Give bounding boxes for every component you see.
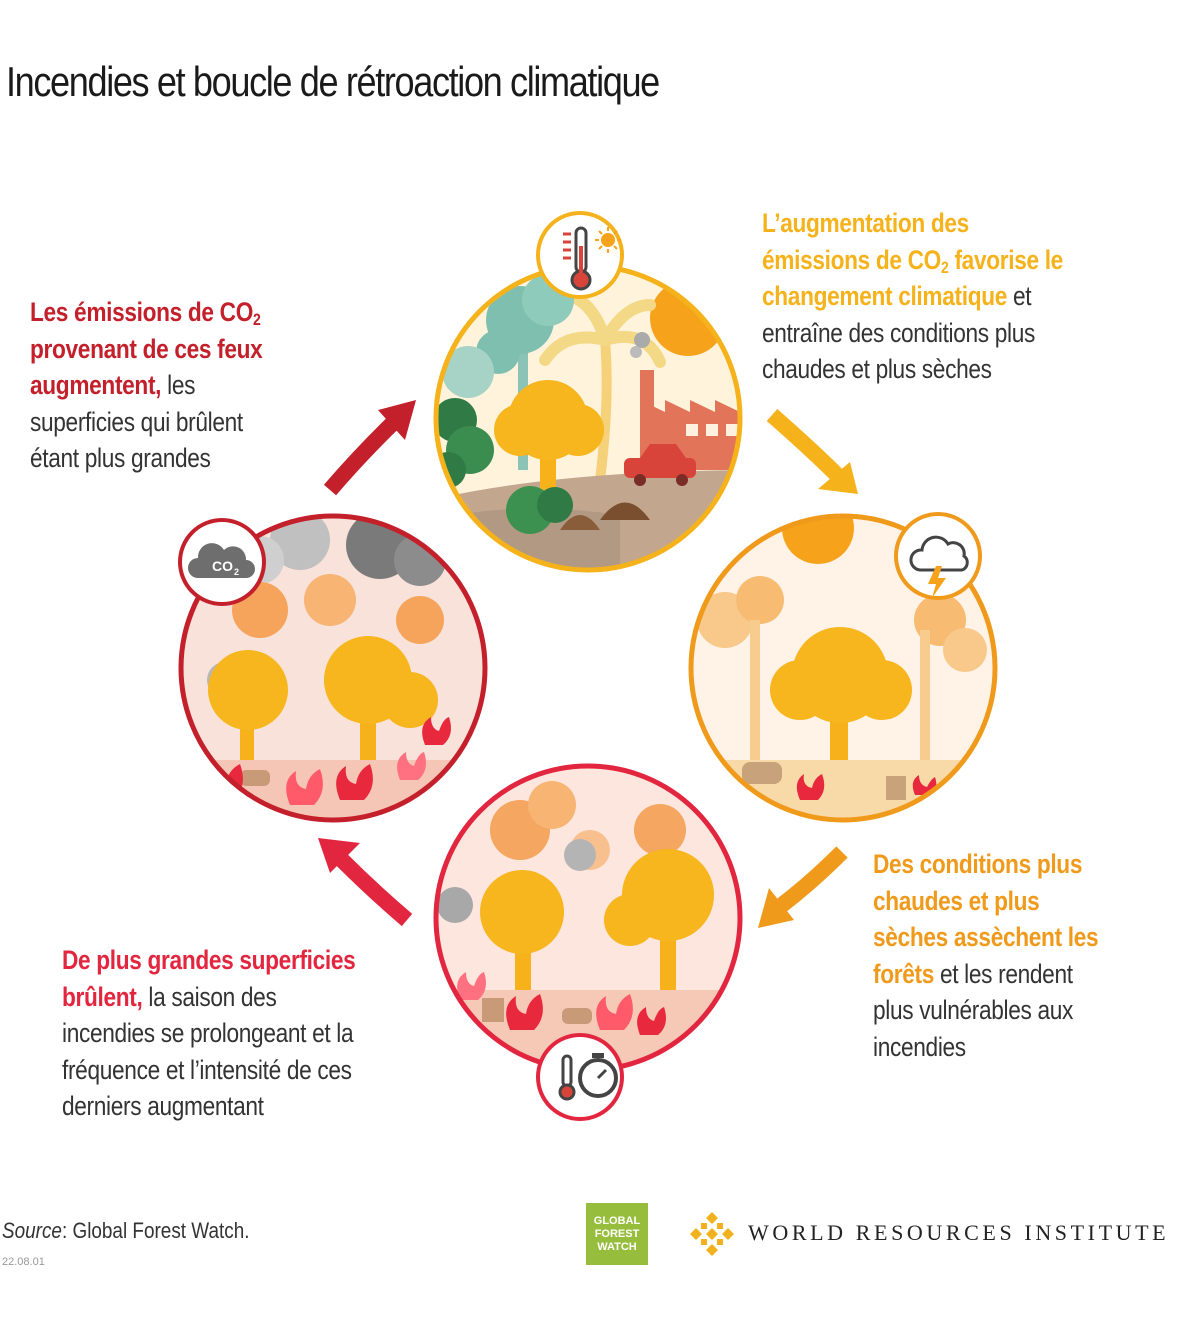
wri-logo-icon (690, 1212, 734, 1256)
gfw-line-1: GLOBAL (593, 1214, 641, 1227)
step-top-highlight-2b: favorise le (948, 244, 1063, 275)
gfw-line-3: WATCH (597, 1240, 637, 1253)
co2-icon-text: CO (212, 558, 233, 574)
global-forest-watch-logo: GLOBAL FOREST WATCH (586, 1203, 648, 1265)
storm-cloud-icon (894, 512, 982, 600)
step-bottom-line-3: incendies se prolongeant et la (62, 1018, 354, 1048)
step-right-highlight-3: sèches assèchent les (873, 922, 1099, 952)
step-top-line-5: chaudes et plus sèches (762, 354, 992, 384)
step-top-line-4: entraîne des conditions plus (762, 317, 1036, 348)
step-top-tail: et (1007, 281, 1032, 311)
step-right-line-5: plus vulnérables aux (873, 995, 1074, 1025)
step-right-line-6: incendies (873, 1031, 966, 1062)
arrow-bottom-to-left (318, 838, 413, 927)
date-stamp: 22.08.01 (2, 1256, 45, 1268)
step-bottom-highlight-1: De plus grandes superficies (62, 945, 356, 975)
source-text: : Global Forest Watch. (61, 1218, 250, 1243)
step-left-line-4: superficies qui brûlent (30, 406, 243, 437)
step-left-text: Les émissions de CO2 provenant de ces fe… (30, 294, 263, 477)
bottom-burning-forest-illustration (433, 763, 743, 1073)
source-note: Source: Global Forest Watch. (2, 1218, 249, 1244)
step-left-line-5: étant plus grandes (30, 443, 211, 473)
step-top-highlight-2: émissions de CO (762, 244, 941, 275)
step-right-highlight-2: chaudes et plus (873, 885, 1040, 916)
step-top-highlight-3: changement climatique (762, 281, 1008, 311)
co2-cloud-icon: CO 2 (178, 518, 266, 606)
page-title: Incendies et boucle de rétroaction clima… (6, 58, 660, 105)
step-bottom-highlight-2: brûlent, (62, 981, 143, 1012)
arrow-left-to-top (323, 400, 416, 496)
gfw-line-2: FOREST (594, 1227, 640, 1240)
step-top-text: L’augmentation des émissions de CO2 favo… (762, 205, 1063, 388)
thermometer-sun-icon (536, 211, 624, 299)
arrow-right-to-bottom (758, 846, 848, 928)
co2-icon-subscript: 2 (234, 567, 239, 577)
step-right-highlight-4: forêts (873, 958, 935, 989)
left-fire-smoke-illustration (178, 513, 488, 823)
thermometer-stopwatch-icon (536, 1033, 624, 1121)
wri-wordmark: WORLD RESOURCES INSTITUTE (748, 1220, 1170, 1245)
step-right-text: Des conditions plus chaudes et plus sèch… (873, 846, 1099, 1065)
step-left-highlight-3: augmentent, (30, 370, 162, 400)
step-bottom-line-4: fréquence et l’intensité de ces (62, 1054, 352, 1085)
step-left-tail: les (161, 370, 196, 400)
step-bottom-text: De plus grandes superficies brûlent, la … (62, 942, 356, 1125)
step-right-tail: et les rendent (934, 958, 1073, 989)
source-label: Source (2, 1218, 62, 1243)
co2-subscript-left: 2 (253, 310, 261, 330)
step-left-highlight-2: provenant de ces feux (30, 333, 263, 364)
co2-subscript: 2 (940, 257, 949, 277)
step-left-highlight-1: Les émissions de CO (30, 297, 254, 327)
step-right-highlight-1: Des conditions plus (873, 849, 1083, 879)
step-bottom-tail: la saison des (142, 981, 277, 1012)
top-forest-illustration (433, 263, 743, 573)
step-top-highlight-1: L’augmentation des (762, 208, 969, 238)
arrow-top-to-right (766, 408, 858, 494)
step-bottom-line-5: derniers augmentant (62, 1091, 264, 1121)
